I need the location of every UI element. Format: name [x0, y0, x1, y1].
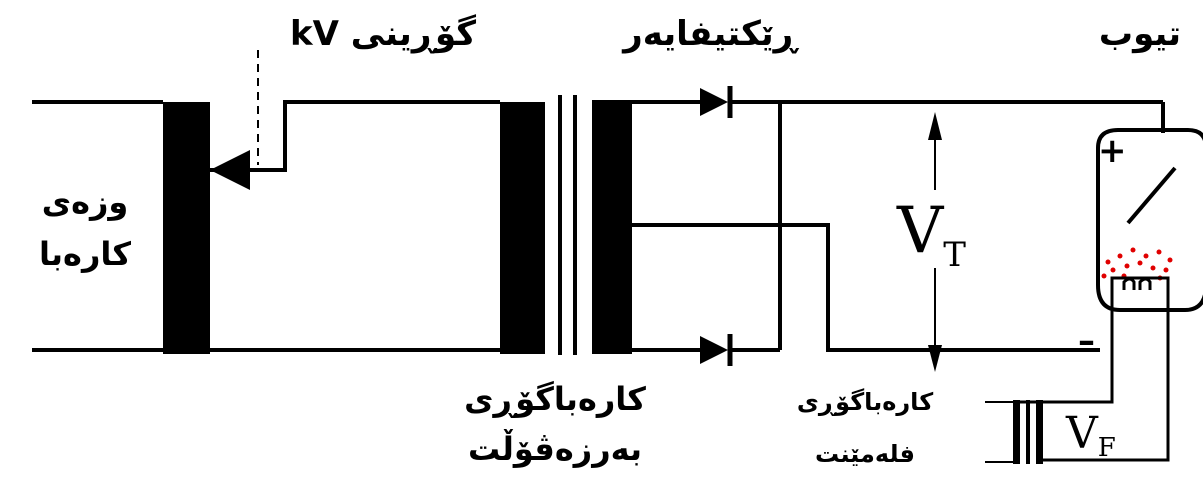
plus-sign: + — [1098, 131, 1127, 171]
filament-transformer-label-line2: فلەمێنت — [815, 440, 915, 468]
mains-label-line1: وزەی — [42, 183, 129, 221]
rectifier-diode-bottom — [700, 334, 733, 366]
filament-transformer — [985, 400, 1043, 464]
mains-label-line2: کارەبا — [39, 235, 131, 273]
hv-secondary-coil — [592, 100, 632, 354]
tube-envelope — [1096, 128, 1203, 312]
rectifier-diode-top — [700, 86, 733, 118]
anode-target — [1126, 166, 1177, 225]
rectifier-wiring — [632, 100, 1165, 352]
autotransformer-coil — [163, 102, 210, 354]
minus-sign: – — [1078, 321, 1095, 361]
filament-voltage-label: VF — [1065, 408, 1116, 463]
hv-transformer — [500, 95, 632, 355]
xray-tube — [1096, 128, 1203, 312]
tube-voltage-label: VT — [896, 194, 966, 275]
kv-selector-label: گۆڕینی kV — [290, 14, 476, 54]
tube-voltage-arrow — [928, 112, 942, 372]
cathode-filament — [1110, 276, 1170, 310]
mains-wires — [32, 100, 500, 352]
filament-transformer-label-line1: کارەباگۆڕی — [797, 388, 933, 416]
hv-primary-coil — [500, 102, 545, 354]
tube-label: تیوب — [1099, 14, 1181, 54]
rectifier-label: ڕێکتیفایەر — [621, 14, 799, 54]
hv-transformer-label-line1: کارەباگۆڕی — [464, 380, 646, 418]
hv-transformer-label-line2: بەرزەڤۆڵت — [468, 429, 642, 468]
